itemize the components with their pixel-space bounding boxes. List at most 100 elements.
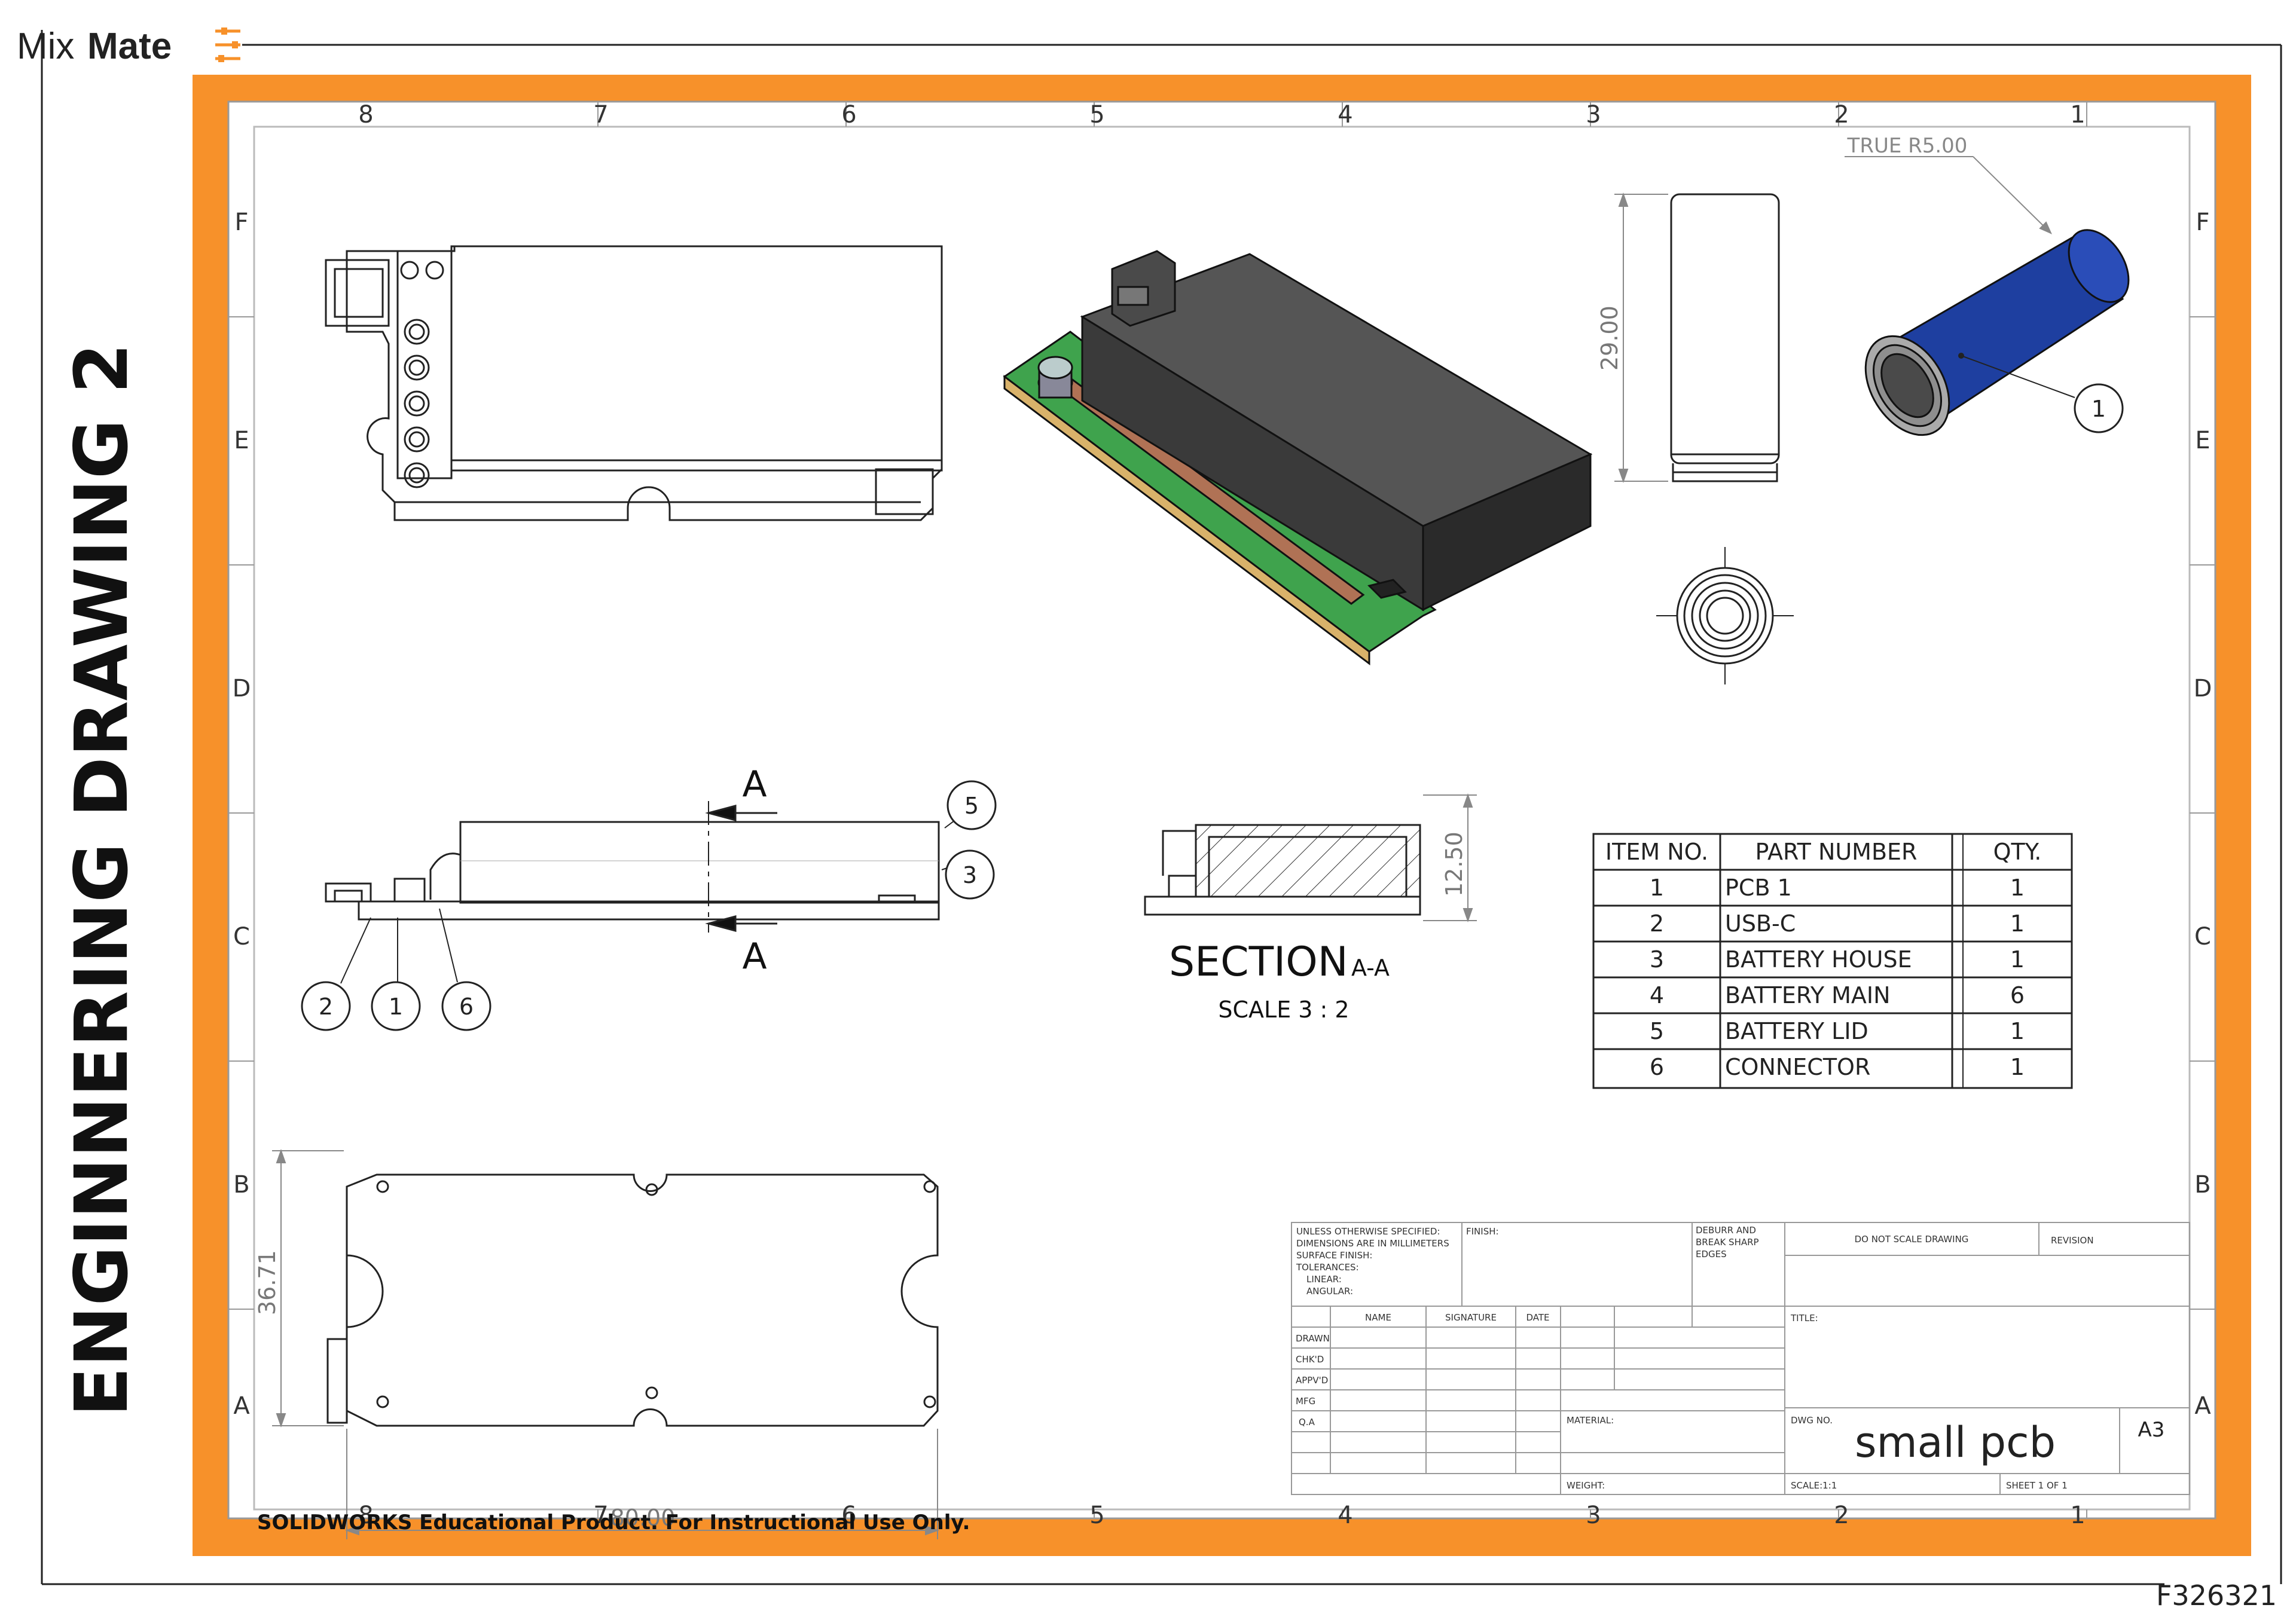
logo-bold-text: Mate xyxy=(87,26,172,67)
tb-unless-2: SURFACE FINISH: xyxy=(1296,1250,1372,1261)
zone-row-right: C xyxy=(2194,923,2211,950)
dimension-80-label: 80.00 xyxy=(610,1505,676,1531)
tb-deburr-0: DEBURR AND xyxy=(1696,1225,1756,1236)
dimension-12-50-label: 12.50 xyxy=(1441,832,1467,897)
true-radius-label: TRUE R5.00 xyxy=(1847,134,1968,158)
tb-weight: WEIGHT: xyxy=(1567,1480,1605,1491)
balloon-1: 1 xyxy=(371,918,421,1031)
outer-frame xyxy=(41,30,2282,1585)
dimension-36-71-label: 36.71 xyxy=(254,1250,280,1315)
tb-row-appvd: APPV'D xyxy=(1296,1375,1328,1386)
balloon-2-label: 2 xyxy=(319,994,333,1020)
tb-drawing-name: small pcb xyxy=(1855,1418,2056,1467)
tb-unless-4: LINEAR: xyxy=(1306,1274,1342,1285)
dimension-36-71 xyxy=(272,1148,940,1539)
zone-col-top: 6 xyxy=(841,101,856,129)
section-title: SECTION xyxy=(1169,939,1348,986)
zone-row-left: C xyxy=(233,923,250,950)
zone-col-top: 3 xyxy=(1586,101,1601,129)
tb-unless-1: DIMENSIONS ARE IN MILLIMETERS xyxy=(1296,1238,1449,1249)
dimension-29-label: 29.00 xyxy=(1596,305,1623,371)
tb-unless-0: UNLESS OTHERWISE SPECIFIED: xyxy=(1296,1226,1440,1237)
zone-labels: 8 7 6 5 4 3 2 1 8 7 6 5 4 3 2 1 F E D C … xyxy=(233,101,2212,1529)
tb-unless-3: TOLERANCES: xyxy=(1296,1262,1359,1273)
battery-isometric xyxy=(1864,229,2130,436)
bom-cell-item: 2 xyxy=(1650,910,1664,937)
bom-cell-qty: 6 xyxy=(2010,982,2025,1008)
zone-row-right: A xyxy=(2194,1392,2211,1420)
bom-cell-item: 4 xyxy=(1650,982,1664,1008)
balloon-3-label: 3 xyxy=(963,862,977,888)
balloon-5: 5 xyxy=(944,780,997,830)
tb-col-signature: SIGNATURE xyxy=(1445,1312,1497,1323)
section-scale: SCALE 3 : 2 xyxy=(1218,997,1349,1023)
zone-col-bottom: 1 xyxy=(2070,1502,2085,1529)
tb-unless-5: ANGULAR: xyxy=(1306,1286,1353,1297)
zone-col-top: 8 xyxy=(358,101,373,129)
mixmate-logo: Mix Mate xyxy=(17,26,240,67)
section-suffix: A-A xyxy=(1351,955,1390,981)
tb-finish: FINISH: xyxy=(1466,1226,1499,1237)
tb-scale: SCALE:1:1 xyxy=(1791,1480,1837,1491)
bom-table: ITEM NO. PART NUMBER QTY. 1 PCB 1 1 2 US… xyxy=(1592,833,2073,1089)
frame-code: F326321 xyxy=(2156,1579,2277,1612)
dimension-29 xyxy=(1614,192,1668,484)
bom-cell-qty: 1 xyxy=(2010,910,2025,937)
sliders-icon xyxy=(215,27,240,62)
zone-row-right: B xyxy=(2194,1171,2210,1199)
zone-row-left: D xyxy=(233,675,251,702)
tb-row-qa: Q.A xyxy=(1299,1417,1315,1428)
bom-cell-part: BATTERY LID xyxy=(1725,1018,1868,1044)
bom-cell-item: 3 xyxy=(1650,946,1664,973)
zone-row-left: F xyxy=(234,209,248,236)
bom-cell-part: BATTERY MAIN xyxy=(1725,982,1891,1008)
balloon-bat-1-label: 1 xyxy=(2092,396,2106,422)
tb-deburr-2: EDGES xyxy=(1696,1249,1727,1260)
zone-col-bottom: 8 xyxy=(358,1502,373,1529)
tb-material: MATERIAL: xyxy=(1567,1415,1614,1426)
balloon-5-label: 5 xyxy=(964,793,979,819)
battery-side-view xyxy=(1670,193,1780,482)
logo-light-text: Mix xyxy=(17,26,74,67)
zone-row-left: E xyxy=(234,427,249,454)
tb-title-label: TITLE: xyxy=(1790,1313,1818,1324)
zone-col-top: 1 xyxy=(2070,101,2085,129)
bom-cell-part: BATTERY HOUSE xyxy=(1725,946,1912,973)
zone-col-top: 2 xyxy=(1834,101,1849,129)
bom-cell-part: CONNECTOR xyxy=(1725,1054,1870,1080)
solidworks-watermark: SOLIDWORKS Educational Product. For Inst… xyxy=(257,1511,970,1535)
tb-deburr-1: BREAK SHARP xyxy=(1696,1237,1759,1248)
balloon-3: 3 xyxy=(941,849,995,900)
balloon-bat-1: 1 xyxy=(1958,353,2124,433)
bom-header-item: ITEM NO. xyxy=(1605,839,1708,865)
tb-col-date: DATE xyxy=(1526,1312,1549,1323)
tb-do-not-scale: DO NOT SCALE DRAWING xyxy=(1855,1234,1969,1245)
zone-ticks xyxy=(228,102,2215,1518)
bom-cell-part: USB-C xyxy=(1725,910,1796,937)
side-title: ENGINNERING DRAWING 2 xyxy=(59,343,144,1417)
tb-revision: REVISION xyxy=(2051,1235,2094,1246)
battery-end-view xyxy=(1656,547,1794,684)
bom-cell-item: 5 xyxy=(1650,1018,1664,1044)
section-arrow-top-label: A xyxy=(742,763,767,805)
zone-col-bottom: 2 xyxy=(1834,1502,1849,1529)
bom-header-part: PART NUMBER xyxy=(1755,839,1918,865)
balloon-6-label: 6 xyxy=(459,994,474,1020)
zone-col-top: 5 xyxy=(1089,101,1104,129)
zone-row-right: E xyxy=(2195,427,2210,454)
pcb-edge xyxy=(1003,374,1370,666)
tb-row-drawn: DRAWN xyxy=(1296,1333,1330,1344)
balloon-2: 2 xyxy=(301,917,371,1031)
bom-cell-item: 1 xyxy=(1650,875,1664,901)
tb-sheet: SHEET 1 OF 1 xyxy=(2006,1480,2068,1491)
bom-cell-qty: 1 xyxy=(2010,946,2025,973)
bom-cell-qty: 1 xyxy=(2010,1018,2025,1044)
sheet-inner-border xyxy=(253,126,2191,1511)
front-view xyxy=(325,801,940,933)
top-view xyxy=(325,245,943,521)
isometric-view xyxy=(1003,250,1593,666)
bom-cell-qty: 1 xyxy=(2010,875,2025,901)
bom-cell-qty: 1 xyxy=(2010,1054,2025,1080)
bottom-view xyxy=(326,1173,939,1427)
